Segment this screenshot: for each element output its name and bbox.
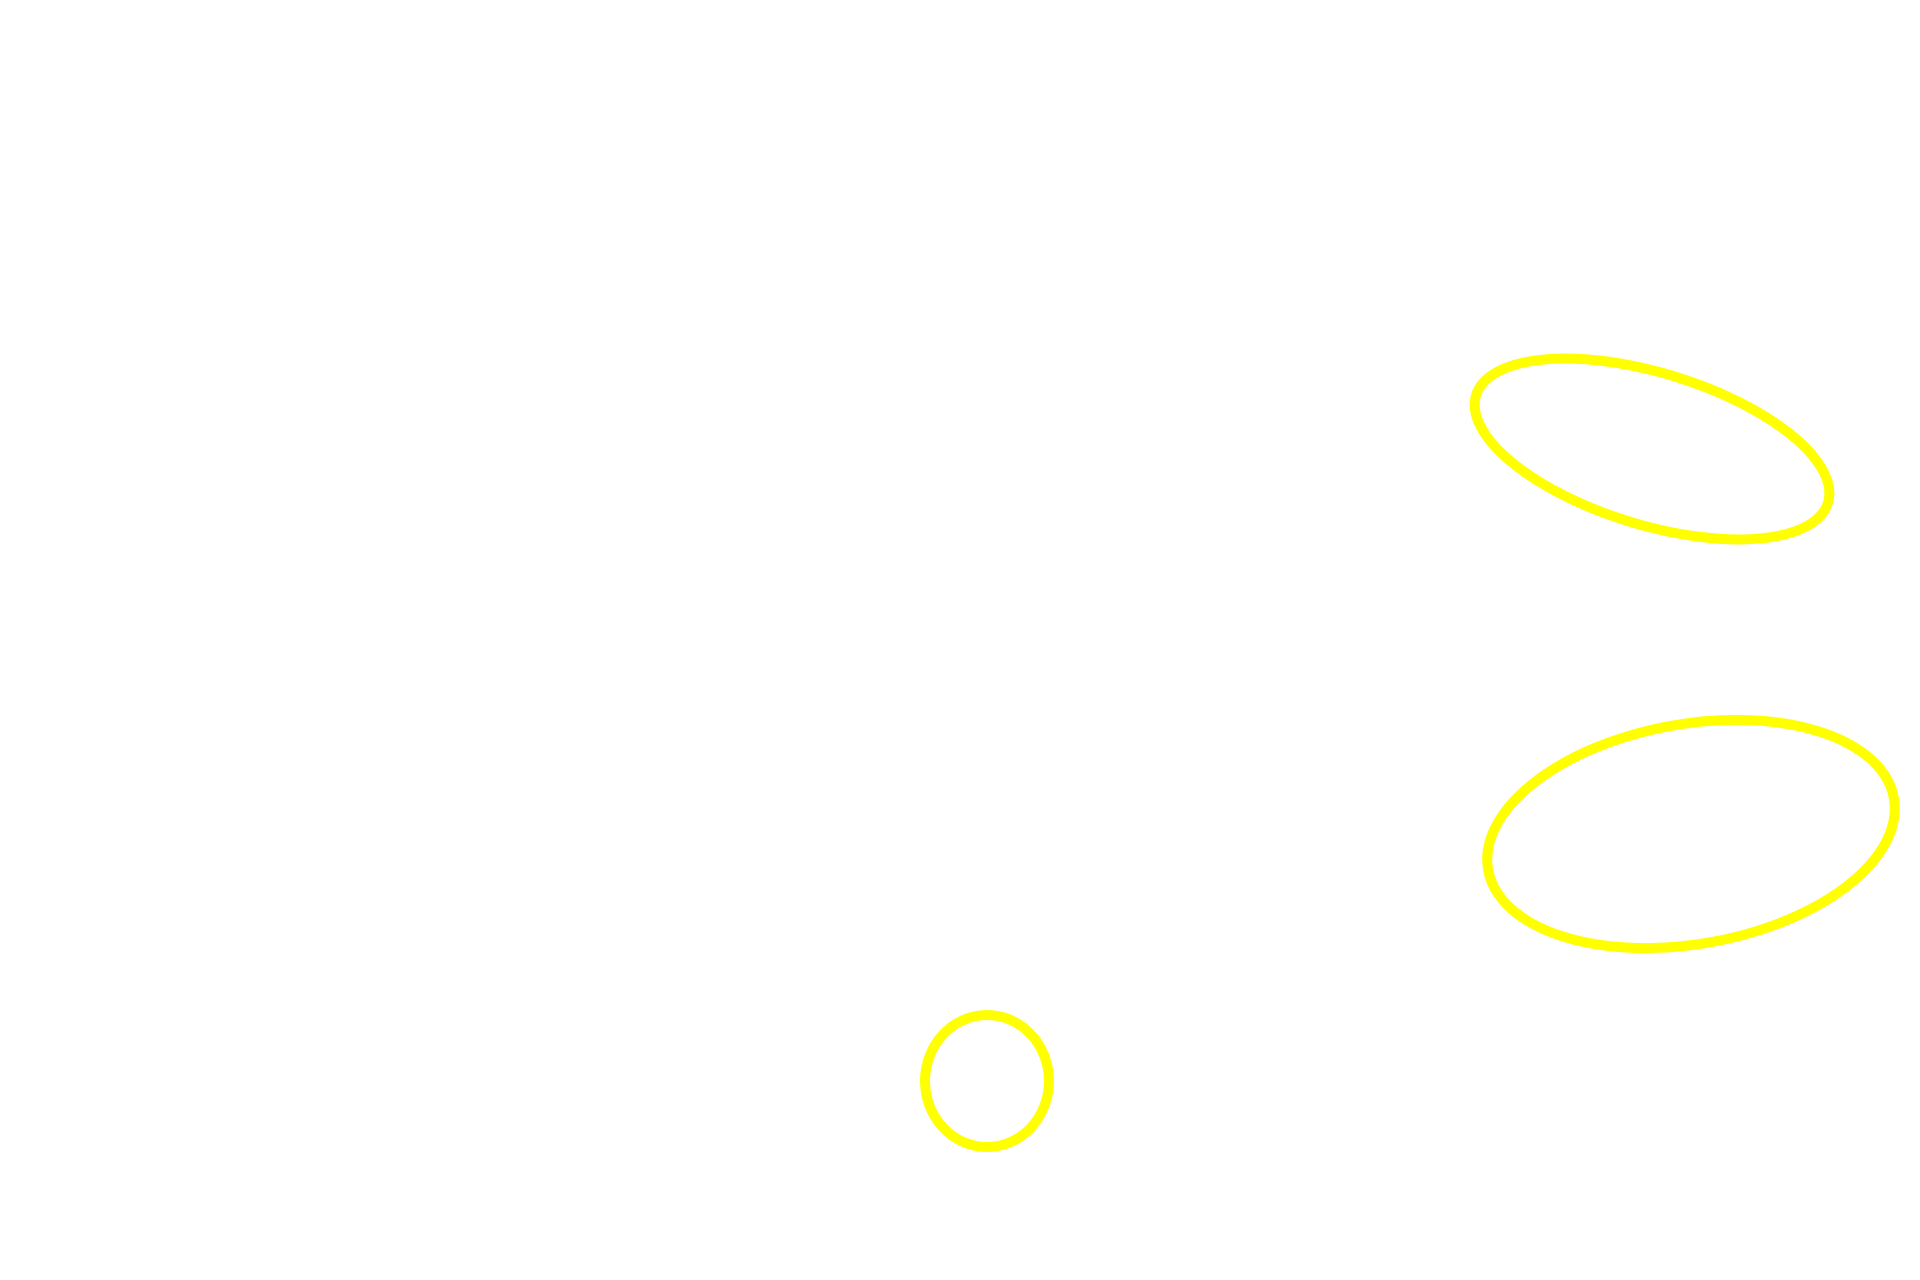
bottom-center-circle: [920, 1010, 1054, 1152]
upper-right-ellipse: [1469, 353, 1835, 545]
lower-right-ellipse: [1482, 714, 1900, 954]
